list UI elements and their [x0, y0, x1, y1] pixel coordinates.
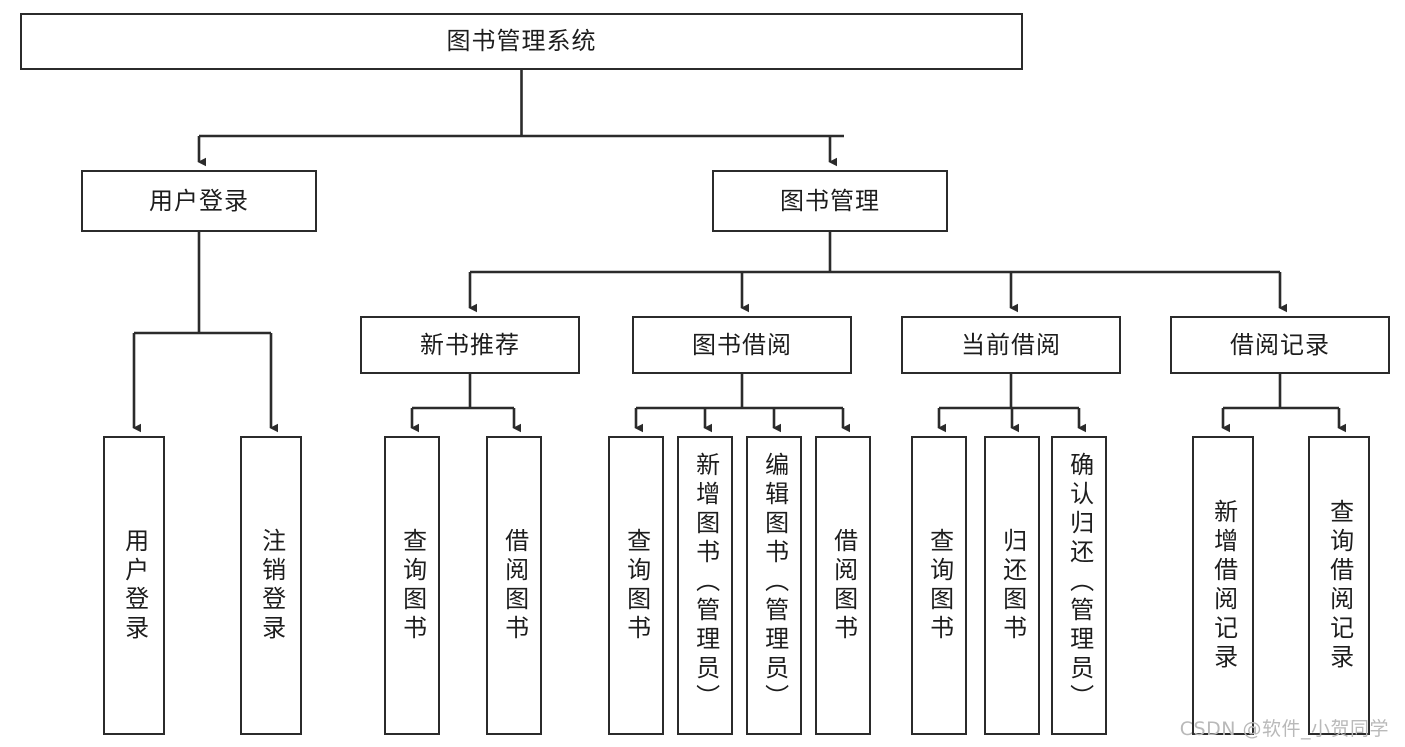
leaf-query-borrow-record-label: 查询借阅记录: [1325, 498, 1354, 673]
node-book-management-label: 图书管理: [780, 186, 880, 215]
leaf-query-books-current[interactable]: 查询图书: [911, 436, 967, 735]
leaf-add-book-admin[interactable]: 新增图书（管理员）: [677, 436, 733, 735]
leaf-query-books-new-label: 查询图书: [398, 527, 427, 644]
watermark-text: CSDN @软件_小贺同学: [1179, 718, 1389, 740]
leaf-add-borrow-record[interactable]: 新增借阅记录: [1192, 436, 1254, 735]
leaf-lend-book-label: 借阅图书: [829, 527, 858, 644]
leaf-query-books-borrow[interactable]: 查询图书: [608, 436, 664, 735]
leaf-query-borrow-record[interactable]: 查询借阅记录: [1308, 436, 1370, 735]
leaf-user-logout[interactable]: 注销登录: [240, 436, 302, 735]
leaf-return-book-label: 归还图书: [998, 527, 1027, 644]
leaf-edit-book-admin[interactable]: 编辑图书（管理员）: [746, 436, 802, 735]
leaf-lend-book[interactable]: 借阅图书: [815, 436, 871, 735]
leaf-user-login-label: 用户登录: [120, 527, 149, 644]
leaf-query-books-borrow-label: 查询图书: [622, 527, 651, 644]
node-current-borrow-label: 当前借阅: [961, 330, 1061, 359]
node-root-label: 图书管理系统: [446, 27, 597, 56]
leaf-confirm-return-admin-label: 确认归还（管理员）: [1065, 452, 1094, 713]
node-current-borrow[interactable]: 当前借阅: [901, 316, 1121, 374]
leaf-confirm-return-admin[interactable]: 确认归还（管理员）: [1051, 436, 1107, 735]
leaf-borrow-books-new-label: 借阅图书: [500, 527, 529, 644]
leaf-borrow-books-new[interactable]: 借阅图书: [486, 436, 542, 735]
node-book-management[interactable]: 图书管理: [712, 170, 948, 232]
leaf-user-login[interactable]: 用户登录: [103, 436, 165, 735]
node-root[interactable]: 图书管理系统: [20, 13, 1023, 70]
node-user-login-label: 用户登录: [149, 186, 249, 215]
leaf-add-book-admin-label: 新增图书（管理员）: [691, 452, 720, 713]
node-new-book-recommend[interactable]: 新书推荐: [360, 316, 580, 374]
leaf-edit-book-admin-label: 编辑图书（管理员）: [760, 452, 789, 713]
leaf-user-logout-label: 注销登录: [257, 527, 286, 644]
leaf-query-books-current-label: 查询图书: [925, 527, 954, 644]
node-new-book-recommend-label: 新书推荐: [420, 330, 520, 359]
node-book-borrow[interactable]: 图书借阅: [632, 316, 852, 374]
leaf-add-borrow-record-label: 新增借阅记录: [1209, 498, 1238, 673]
node-user-login[interactable]: 用户登录: [81, 170, 317, 232]
node-borrow-records-label: 借阅记录: [1230, 330, 1330, 359]
node-borrow-records[interactable]: 借阅记录: [1170, 316, 1390, 374]
leaf-query-books-new[interactable]: 查询图书: [384, 436, 440, 735]
node-book-borrow-label: 图书借阅: [692, 330, 792, 359]
leaf-return-book[interactable]: 归还图书: [984, 436, 1040, 735]
